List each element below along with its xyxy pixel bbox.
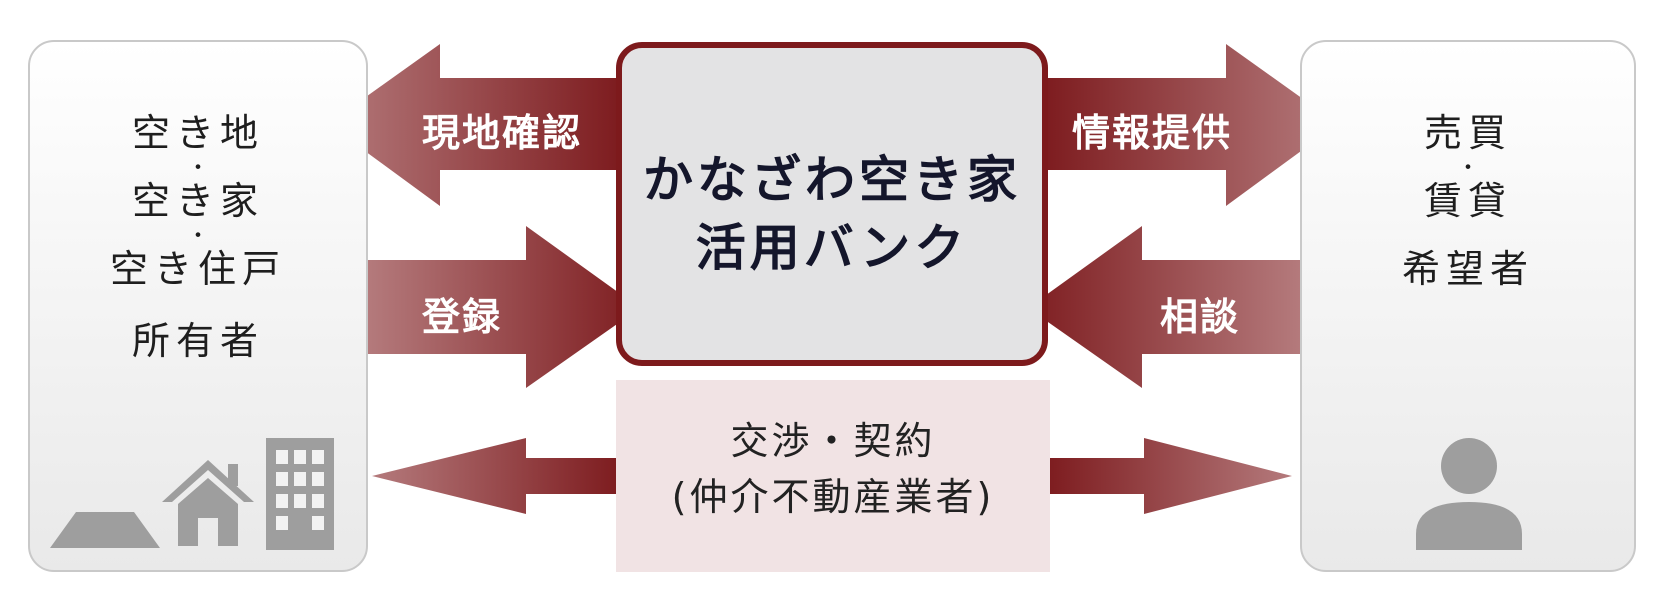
arrow-negotiation-left bbox=[372, 438, 616, 514]
land-icon bbox=[50, 512, 160, 548]
negotiation-box: 交渉・契約 (仲介不動産業者) bbox=[616, 380, 1050, 572]
seeker-line-sale: 売買 bbox=[1423, 111, 1512, 155]
akiya-bank-title-line2: 活用バンク bbox=[695, 218, 969, 277]
negotiation-line1: 交渉・契約 bbox=[730, 419, 936, 463]
house-icon bbox=[162, 460, 254, 546]
person-icon bbox=[1416, 438, 1522, 550]
akiya-bank-box: かなざわ空き家 活用バンク bbox=[616, 42, 1048, 366]
arrow-info-provision bbox=[1048, 44, 1338, 206]
seeker-separator-1: ・ bbox=[1456, 156, 1479, 181]
seeker-line-applicant: 希望者 bbox=[1401, 247, 1534, 291]
akiya-bank-title-line1: かなざわ空き家 bbox=[643, 150, 1021, 209]
arrow-registration bbox=[368, 226, 640, 388]
owner-line-owner: 所有者 bbox=[131, 319, 264, 363]
arrow-label-site-check: 現地確認 bbox=[422, 111, 583, 155]
seeker-panel: 売買 ・ 賃貸 希望者 bbox=[1300, 40, 1636, 572]
arrow-label-consultation: 相談 bbox=[1160, 295, 1241, 339]
arrow-negotiation-right bbox=[1050, 438, 1292, 514]
owner-line-vacant-unit: 空き住戸 bbox=[109, 247, 286, 291]
arrow-label-info-provision: 情報提供 bbox=[1072, 111, 1233, 155]
owner-panel: 空き地 ・ 空き家 ・ 空き住戸 所有者 bbox=[28, 40, 368, 572]
building-icon bbox=[266, 438, 334, 550]
arrow-label-registration: 登録 bbox=[422, 295, 503, 339]
arrow-consultation bbox=[1028, 226, 1300, 388]
negotiation-line2: (仲介不動産業者) bbox=[671, 475, 995, 519]
owner-line-vacant-house: 空き家 bbox=[131, 179, 264, 223]
owner-separator-2: ・ bbox=[186, 224, 209, 249]
owner-separator-1: ・ bbox=[186, 156, 209, 181]
arrow-site-check bbox=[328, 44, 616, 206]
owner-line-vacant-land: 空き地 bbox=[131, 111, 264, 155]
seeker-line-rent: 賃貸 bbox=[1423, 179, 1512, 223]
